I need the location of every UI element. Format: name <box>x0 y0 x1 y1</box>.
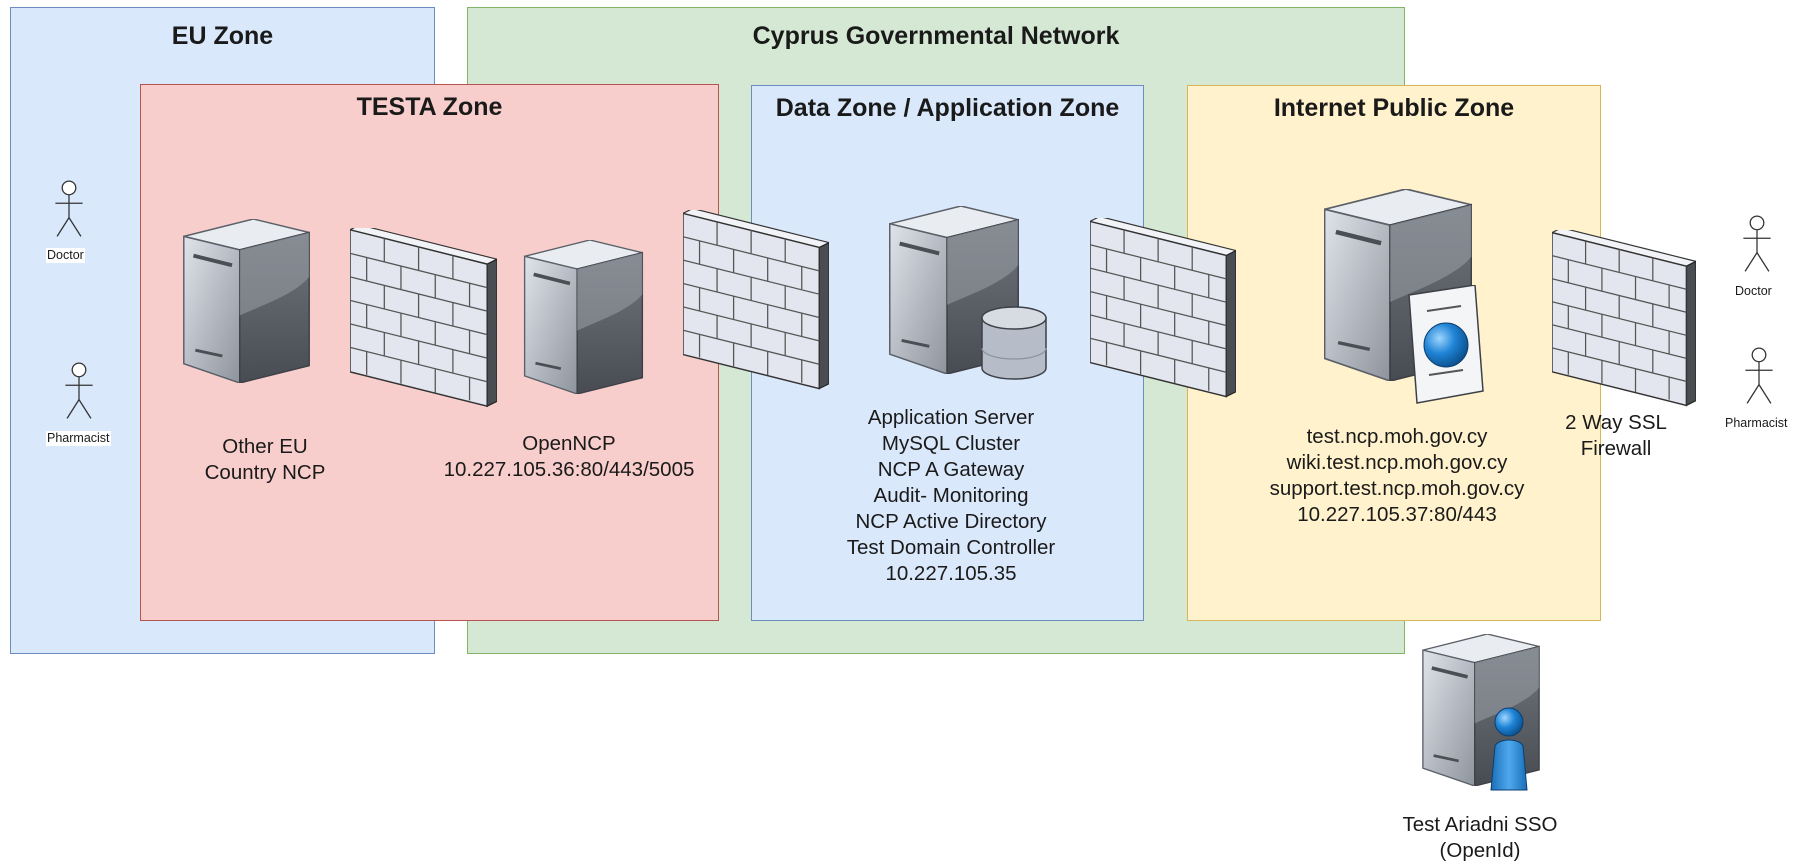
stick-figure-actor-icon <box>1740 211 1774 279</box>
eu-doctor-label: Doctor <box>46 248 85 263</box>
server-tower-icon <box>183 219 310 383</box>
cyprus-zone-title: Cyprus Governmental Network <box>752 22 1120 50</box>
sso-label: Test Ariadni SSO (OpenId) <box>1402 813 1558 862</box>
data-zone-title: Data Zone / Application Zone <box>775 94 1120 122</box>
brick-firewall-icon <box>1552 230 1696 408</box>
ssl-firewall-label: 2 Way SSL Firewall <box>1565 411 1667 460</box>
app-server-label: Application Server MySQL Cluster NCP A G… <box>846 406 1056 585</box>
brick-firewall-icon <box>350 228 497 408</box>
ext-pharmacist-label: Pharmacist <box>1724 416 1789 431</box>
other-eu-ncp-label: Other EU Country NCP <box>204 435 326 484</box>
server-tower-icon <box>521 240 646 394</box>
eu-pharmacist-label: Pharmacist <box>46 431 111 446</box>
internet-zone-title: Internet Public Zone <box>1273 94 1515 122</box>
openncp-label: OpenNCP 10.227.105.36:80/443/5005 <box>443 432 695 481</box>
user-person-icon <box>1486 706 1532 792</box>
eu-zone-title: EU Zone <box>171 22 274 50</box>
testa-zone-title: TESTA Zone <box>356 93 503 121</box>
stick-figure-actor-icon <box>52 176 86 244</box>
database-cylinder-icon <box>980 306 1048 382</box>
stick-figure-actor-icon <box>62 358 96 426</box>
ext-doctor-label: Doctor <box>1734 284 1773 299</box>
web-globe-certificate-icon <box>1405 285 1485 405</box>
brick-firewall-icon <box>683 210 829 392</box>
public-server-label: test.ncp.moh.gov.cy wiki.test.ncp.moh.go… <box>1269 425 1525 526</box>
stick-figure-actor-icon <box>1742 343 1776 411</box>
brick-firewall-icon <box>1090 218 1236 400</box>
